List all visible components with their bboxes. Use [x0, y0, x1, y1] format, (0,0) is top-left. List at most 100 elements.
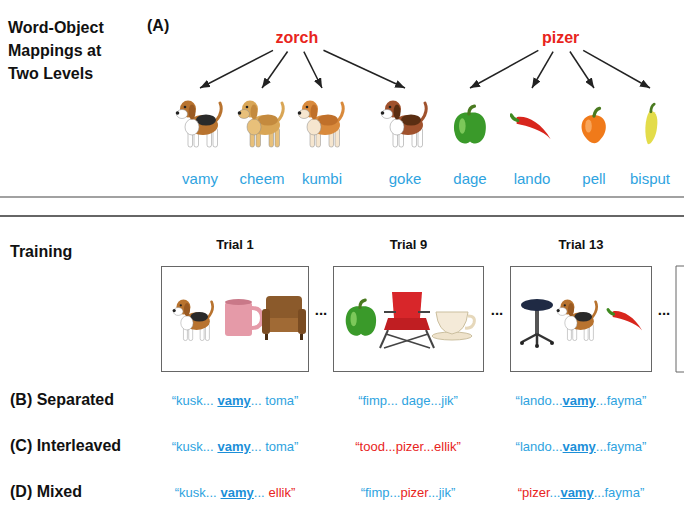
camping-chair-picture [384, 334, 428, 348]
pepper-picture [645, 104, 657, 144]
camping-chair-picture [380, 330, 388, 348]
armchair-picture [300, 334, 303, 340]
object-word: pell [582, 170, 605, 190]
mapping-arrow [583, 50, 650, 88]
utterance: “lando...vamy...fayma” [516, 393, 647, 408]
object-word: kumbi [302, 170, 342, 190]
ellipsis: ... [658, 301, 671, 318]
figure-title: Word-Object Mappings at Two Levels [8, 16, 120, 85]
utterance-part: “kusk... [175, 485, 217, 500]
armchair-picture [298, 309, 306, 334]
utterance: “lando...vamy...fayma” [516, 439, 647, 454]
panel-letter: (A) [147, 17, 169, 35]
trial-heading: Trial 1 [162, 237, 308, 253]
object-word: lando [514, 170, 551, 190]
camping-chair-picture [380, 292, 434, 348]
utterance-part: pizer [400, 485, 427, 500]
utterance: “fimp...pizer...jik” [361, 485, 456, 500]
mapping-arrow [262, 51, 288, 88]
trial-heading: Trial 9 [334, 237, 483, 253]
target-word: vamy [221, 485, 254, 500]
pepper-picture [454, 106, 486, 143]
utterance-part: ...fayma” [596, 439, 647, 454]
dog-picture [173, 300, 213, 341]
condition-label: (C) Interleaved [10, 437, 121, 455]
mapping-arrow [304, 52, 322, 88]
armchair-picture [265, 334, 268, 340]
pepper-picture [454, 106, 486, 143]
word-object-pair: bisput [618, 88, 682, 190]
utterance-part: “tood...pizer...ellik” [355, 439, 461, 454]
pepper-picture [511, 115, 551, 139]
utterance-part: ... [550, 485, 561, 500]
teacup-picture [436, 312, 468, 334]
dog-picture [176, 101, 222, 148]
teacup-picture [432, 312, 474, 340]
dog-picture [557, 300, 597, 341]
mug-picture [252, 308, 262, 328]
trial-box-cut [676, 266, 684, 372]
stool-picture [535, 344, 539, 348]
stool-picture [535, 308, 539, 334]
camping-chair-picture [384, 318, 430, 330]
utterance-part: “fimp... [361, 485, 401, 500]
camping-chair-picture [426, 330, 434, 348]
word-object-pair: kumbi [290, 88, 354, 190]
utterance: “pizer...vamy...fayma” [518, 485, 644, 500]
mug-picture [225, 299, 262, 336]
target-word: vamy [217, 393, 250, 408]
category-label: pizer [542, 29, 579, 46]
object-word: goke [389, 170, 422, 190]
utterance-part: “lando... [516, 439, 563, 454]
stool-picture [522, 334, 537, 342]
target-word: vamy [563, 393, 596, 408]
trial-box: Trial 9 [333, 266, 484, 372]
condition-label: (D) Mixed [10, 483, 82, 501]
utterance-part: ...fayma” [596, 393, 647, 408]
utterance-part: ... [254, 485, 265, 500]
ellipsis: ... [491, 301, 504, 318]
target-word: vamy [560, 485, 593, 500]
utterance-part: “kusk... [172, 393, 214, 408]
pepper-picture [608, 310, 642, 331]
word-object-pair: goke [373, 88, 437, 190]
camping-chair-picture [384, 311, 396, 313]
word-object-pair: pell [562, 88, 626, 190]
pepper-picture [346, 300, 376, 336]
dog-picture [176, 101, 222, 148]
dog-picture [173, 300, 213, 341]
mapping-arrow [470, 50, 538, 88]
word-object-pair: dage [438, 88, 502, 190]
mapping-arrow [323, 50, 405, 88]
utterance-part: “kusk... [172, 439, 214, 454]
ellipsis: ... [315, 301, 328, 318]
utterance: “tood...pizer...ellik” [355, 439, 461, 454]
utterance-part: “fimp... dage...jik” [358, 393, 458, 408]
target-word: vamy [217, 439, 250, 454]
word-object-pair: cheem [230, 88, 294, 190]
condition-label: (B) Separated [10, 391, 114, 409]
stool-picture [520, 299, 554, 348]
pepper-picture [645, 104, 657, 144]
utterance-part: ...jik” [428, 485, 455, 500]
camping-chair-picture [392, 292, 422, 318]
utterance-part: ellik” [269, 485, 296, 500]
stool-picture [537, 334, 552, 342]
object-word: cheem [239, 170, 284, 190]
trial-box-cut [676, 266, 684, 372]
pepper-picture [608, 310, 642, 331]
dog-picture [238, 101, 284, 148]
category-label: zorch [276, 29, 319, 46]
object-word: dage [453, 170, 486, 190]
mapping-arrow [200, 50, 273, 88]
armchair-picture [262, 296, 306, 340]
stool-picture [521, 299, 553, 311]
armchair-picture [266, 318, 302, 332]
section-rule [0, 196, 684, 197]
object-word: vamy [182, 170, 218, 190]
utterance-part: “lando... [516, 393, 563, 408]
pepper-picture [582, 108, 606, 143]
utterance-part: ... toma” [251, 439, 299, 454]
section-rule [0, 197, 684, 216]
